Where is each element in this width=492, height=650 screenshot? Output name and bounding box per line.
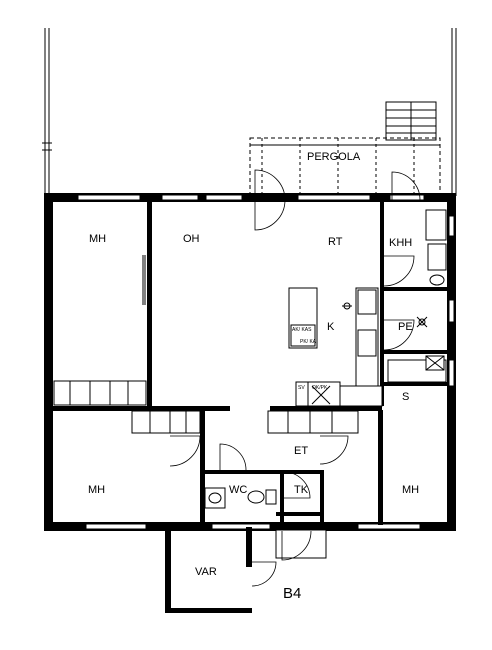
room-label-pergola: PERGOLA [307,151,361,163]
storage-var [165,527,327,613]
room-label-tk: TK [294,484,309,496]
sv-label: SV [298,385,305,391]
room-label-k: K [327,321,335,333]
windows-top [77,194,425,201]
room-label-mh-bottom-right: MH [402,484,419,496]
ok-pk-label: OK/PK [312,385,328,391]
kitchen: AK/ KAS PK/ KA SV OK/PK [288,287,383,407]
stairs [385,101,437,141]
room-label-pe: PE [398,321,413,333]
unit-code: B4 [283,585,301,602]
machine-label: PK/ KA [300,339,317,345]
windows-right [448,215,455,387]
room-label-et: ET [294,445,308,457]
room-label-wc: WC [229,484,247,496]
room-label-oh: OH [183,233,200,245]
interior-walls [50,200,448,525]
wardrobes [53,255,359,434]
room-label-mh-bottom-left: MH [88,484,105,496]
room-label-rt: RT [328,236,343,248]
room-labels: MH OH RT KHH K PE S ET MH WC TK MH VAR B… [88,233,419,602]
utility-fixtures [387,209,447,383]
windows-bottom [85,523,421,530]
room-label-mh-top-left: MH [89,233,106,245]
room-label-var: VAR [195,566,217,578]
dish-label: AK/ KAS [292,327,312,333]
pergola: PERGOLA [249,137,441,195]
balcony-fence [42,28,457,196]
room-label-s: S [402,391,409,403]
wc-fixtures [204,487,277,509]
doors [169,169,421,587]
room-label-khh: KHH [389,237,412,249]
